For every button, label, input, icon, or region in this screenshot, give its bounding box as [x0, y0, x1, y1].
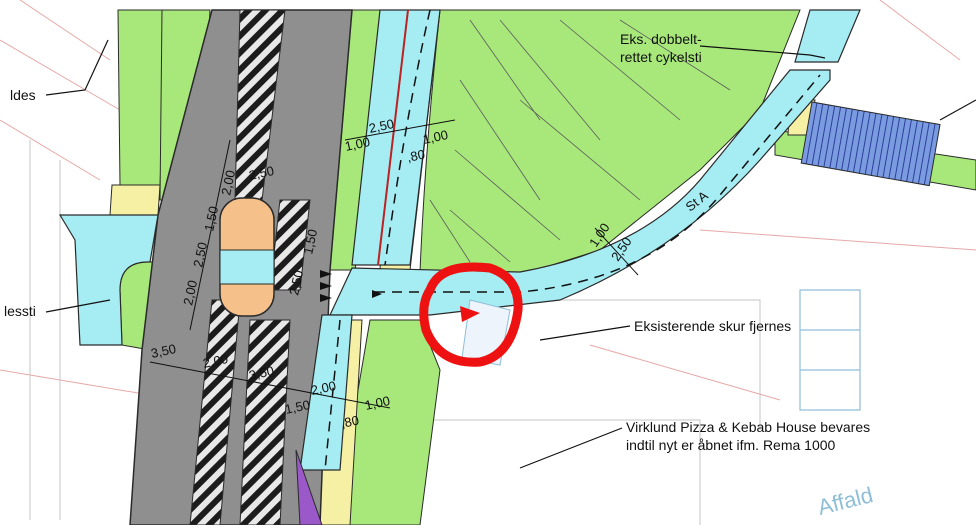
dim-1-00-bottom: 1,00 — [364, 393, 392, 413]
dim-2-50-right: 2,50 — [286, 269, 306, 297]
sidewalk-left — [109, 184, 161, 216]
label-pizza-2: indtil nyt er åbnet ifm. Rema 1000 — [626, 437, 836, 453]
dimension-ticks — [149, 119, 639, 409]
dim-0-80-bottom: ,80 — [340, 413, 361, 431]
parking-bays-outline — [799, 289, 861, 411]
grass-areas — [117, 9, 976, 525]
dim-1-50-right: 1,50 — [300, 228, 320, 256]
dim-3-50-left: 3,50 — [150, 341, 178, 361]
purple-area — [295, 449, 323, 525]
bike-path-lower — [299, 314, 353, 471]
dim-3-50-bottom: 3,50 — [248, 363, 276, 383]
dim-1-00-top-right: 1,00 — [422, 127, 450, 147]
give-way-markers — [320, 270, 382, 302]
label-shed: Eksisterende skur fjernes — [634, 318, 791, 334]
contour-lines — [429, 19, 731, 263]
label-cycle-path-2: rettet cykelsti — [620, 49, 702, 65]
pedestrian-island — [219, 197, 275, 317]
bike-path-main — [351, 9, 441, 266]
label-top-left: ldes — [10, 87, 36, 103]
dim-2-50-island: 2,50 — [248, 163, 276, 183]
dim-0-80-top: ,80 — [406, 147, 427, 165]
dim-1-50-bottom: 1,50 — [284, 397, 312, 417]
leader-lines — [45, 39, 976, 469]
label-left: lessti — [4, 303, 36, 319]
parking-strip — [800, 101, 941, 187]
dim-2-50-median: 2,50 — [190, 241, 210, 269]
hatched-lane-right-lower — [239, 319, 291, 525]
kerb-line — [377, 9, 409, 266]
existing-building-outlines — [29, 140, 976, 525]
bike-paths — [58, 9, 861, 471]
dim-2-50-top: 2,50 — [368, 116, 396, 136]
label-pizza-1: Virklund Pizza & Kebab House bevares — [626, 419, 870, 435]
grass-wedge — [419, 9, 801, 276]
dim-1-50-median: 1,50 — [201, 205, 221, 233]
dim-2-00-median-lower: 2,00 — [180, 279, 200, 307]
dim-2-00-median: 2,00 — [218, 169, 238, 197]
bike-path-curve — [329, 69, 831, 316]
bike-path-left — [58, 214, 159, 346]
dim-2-00-bottom-center: 2,00 — [202, 351, 230, 371]
label-cycle-path-1: Eks. dobbelt- — [620, 31, 702, 47]
red-highlight-marker — [419, 262, 523, 367]
dim-2-00-bottom: 2,00 — [310, 378, 338, 398]
dimension-labels: 2,50 1,00 1,00 ,80 2,00 1,50 2,50 2,00 2… — [150, 116, 635, 431]
bike-path-existing — [794, 9, 861, 63]
